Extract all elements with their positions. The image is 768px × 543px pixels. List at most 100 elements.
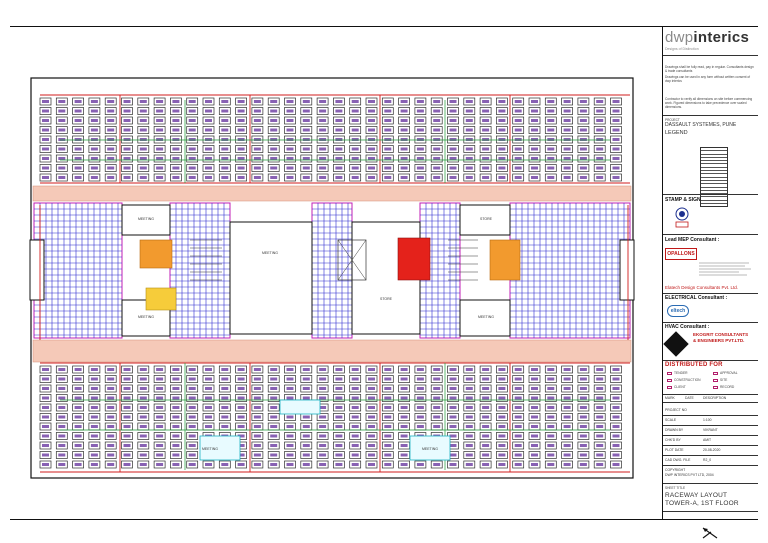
checkbox-icon[interactable] [713,371,718,375]
south-chair [172,406,180,409]
south-chair [58,463,66,466]
south-chair [596,434,604,438]
checkbox-icon[interactable] [667,385,672,389]
distribution-item[interactable]: TENDER [667,371,688,375]
south-chair [433,368,441,371]
south-chair [596,377,604,381]
north-desk [544,135,557,144]
south-chair [563,434,571,438]
grid-zone-center [311,202,353,339]
south-chair [596,444,604,447]
north-chair [433,119,441,122]
south-desk [186,375,199,383]
north-desk [512,173,525,182]
south-chair [514,463,522,466]
south-desk [414,460,427,469]
north-chair [384,138,392,141]
south-chair [498,368,506,371]
south-desk [284,451,296,459]
distribution-item[interactable]: SITE [713,378,727,382]
south-chair [498,377,506,381]
south-chair [188,463,196,466]
north-desk [398,164,410,172]
south-desk [398,460,410,469]
south-desk [72,394,84,402]
south-chair [237,463,245,466]
distribution-item[interactable]: RECORD [713,385,734,389]
north-desk [300,164,313,172]
north-desk [316,97,329,106]
south-desk [544,432,557,440]
north-chair [156,119,164,122]
south-desk [88,384,101,393]
north-chair [482,147,490,151]
brand-tagline: Designs of Distinction [665,47,699,51]
south-chair [270,453,278,457]
south-chair [221,368,229,371]
legend-row [701,194,727,198]
distribution-item[interactable]: CONSTRUCTION [667,378,701,382]
north-desk [414,126,427,134]
south-chair [319,377,327,381]
south-desk [349,394,362,402]
checkbox-icon[interactable] [667,378,672,382]
north-chair [42,147,49,151]
south-chair [416,368,424,371]
floor-plan-drawing[interactable]: MEETINGMEETINGSTOREMEETINGMEETINGSTOREME… [0,0,662,543]
checkbox-icon[interactable] [713,378,718,382]
north-desk [186,126,199,134]
north-desk [365,145,378,153]
north-desk [72,126,84,134]
south-chair [221,463,229,466]
south-chair [449,453,457,457]
north-chair [156,176,164,179]
distribution-item[interactable]: APPROVAL [713,371,738,375]
south-chair [449,434,457,438]
south-chair [58,387,66,390]
north-desk [463,116,476,125]
north-desk [267,126,280,134]
north-chair [90,147,98,151]
north-chair [90,100,98,103]
south-desk [528,441,541,450]
south-desk [479,365,492,374]
south-chair [286,396,294,400]
north-desk [186,135,199,144]
distribution-item[interactable]: CLIENT [667,385,686,389]
south-desk [218,375,231,383]
north-desk [218,154,231,163]
south-chair [514,415,522,419]
south-chair [531,368,538,371]
north-desk [251,135,264,144]
south-desk [121,432,133,440]
north-desk [333,116,345,125]
north-chair [156,109,164,113]
south-chair [335,396,343,400]
north-chair [465,166,473,170]
checkbox-icon[interactable] [667,371,672,375]
checkbox-icon[interactable] [713,385,718,389]
north-chair [498,100,506,103]
south-desk [349,460,362,469]
south-chair [107,368,115,371]
corridor-north [32,185,632,202]
north-chair [384,109,392,113]
south-desk [496,432,508,440]
north-desk [137,126,150,134]
north-desk [137,173,150,182]
north-desk [593,126,606,134]
room-meeting-nw [121,204,171,236]
north-desk [300,145,313,153]
south-desk [496,451,508,459]
north-desk [463,126,476,134]
title-block-divider [662,26,663,520]
north-chair [270,100,278,103]
south-desk [577,394,590,402]
south-desk [88,432,101,440]
north-chair [74,147,82,151]
north-desk [121,107,133,115]
north-desk [55,135,68,144]
south-desk [72,460,84,469]
sheet-title-label: SHEET TITLE [665,486,686,490]
north-chair [172,138,180,141]
